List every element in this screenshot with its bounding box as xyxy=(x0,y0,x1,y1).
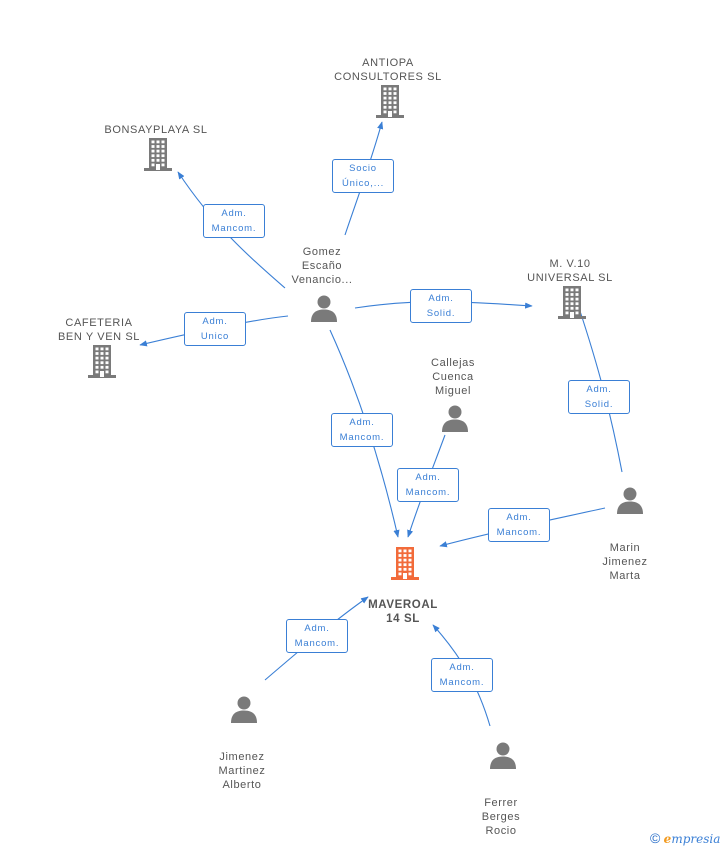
brand-initial: e xyxy=(663,832,672,846)
edge-label-callejas-to-maveroal[interactable]: Adm. Mancom. xyxy=(397,468,459,502)
node-label-ferrer: Ferrer Berges Rocio xyxy=(481,797,521,837)
brand-logo-text: empresia xyxy=(664,832,721,846)
person-icon-gomez[interactable] xyxy=(309,293,339,328)
node-callejas[interactable]: Callejas Cuenca Miguel xyxy=(373,356,533,398)
node-label-maveroal: MAVEROAL 14 SL xyxy=(368,599,438,625)
node-antiopa[interactable]: ANTIOPA CONSULTORES SL xyxy=(308,56,468,84)
edge-label-ferrer-to-maveroal[interactable]: Adm. Mancom. xyxy=(431,658,493,692)
node-jimenez[interactable]: Jimenez Martinez Alberto xyxy=(162,750,322,792)
node-maveroal[interactable]: MAVEROAL 14 SL xyxy=(323,598,483,626)
node-label-antiopa: ANTIOPA CONSULTORES SL xyxy=(334,57,442,83)
person-icon-ferrer[interactable] xyxy=(488,740,518,775)
edge-label-jimenez-to-maveroal[interactable]: Adm. Mancom. xyxy=(286,619,348,653)
building-icon-mv10[interactable] xyxy=(555,284,589,325)
edge-label-gomez-to-cafeteria[interactable]: Adm. Unico xyxy=(184,312,246,346)
node-label-callejas: Callejas Cuenca Miguel xyxy=(431,357,475,397)
person-icon-callejas[interactable] xyxy=(440,403,470,438)
brand-name: mpresia xyxy=(671,832,721,846)
edge-label-marin-to-mv10[interactable]: Adm. Solid. xyxy=(568,380,630,414)
node-gomez[interactable]: Gomez Escaño Venancio... xyxy=(242,245,402,287)
footer-brand[interactable]: © empresia xyxy=(650,830,720,846)
node-label-gomez: Gomez Escaño Venancio... xyxy=(291,246,353,286)
node-label-marin: Marin Jimenez Marta xyxy=(602,542,648,582)
node-label-bonsayplaya: BONSAYPLAYA SL xyxy=(104,124,208,136)
person-icon-jimenez[interactable] xyxy=(229,694,259,729)
edge-label-gomez-to-maveroal[interactable]: Adm. Mancom. xyxy=(331,413,393,447)
copyright-symbol: © xyxy=(650,830,661,846)
node-mv10[interactable]: M. V.10 UNIVERSAL SL xyxy=(490,257,650,285)
edge-gomez-to-bonsayplaya xyxy=(177,171,286,289)
building-icon-bonsayplaya[interactable] xyxy=(141,136,175,177)
node-label-jimenez: Jimenez Martinez Alberto xyxy=(218,751,266,791)
node-marin[interactable]: Marin Jimenez Marta xyxy=(545,541,705,583)
building-icon-antiopa[interactable] xyxy=(373,83,407,124)
person-icon-marin[interactable] xyxy=(615,485,645,520)
node-cafeteria[interactable]: CAFETERIA BEN Y VEN SL xyxy=(19,316,179,344)
edge-label-gomez-to-bonsayplaya[interactable]: Adm. Mancom. xyxy=(203,204,265,238)
node-label-mv10: M. V.10 UNIVERSAL SL xyxy=(527,258,613,284)
building-icon-maveroal[interactable] xyxy=(388,545,422,586)
edge-label-gomez-to-mv10[interactable]: Adm. Solid. xyxy=(410,289,472,323)
edge-label-gomez-to-antiopa[interactable]: Socio Único,... xyxy=(332,159,394,193)
building-icon-cafeteria[interactable] xyxy=(85,343,119,384)
edge-label-marin-to-maveroal[interactable]: Adm. Mancom. xyxy=(488,508,550,542)
node-bonsayplaya[interactable]: BONSAYPLAYA SL xyxy=(76,123,236,137)
node-label-cafeteria: CAFETERIA BEN Y VEN SL xyxy=(58,317,140,343)
node-ferrer[interactable]: Ferrer Berges Rocio xyxy=(421,796,581,838)
